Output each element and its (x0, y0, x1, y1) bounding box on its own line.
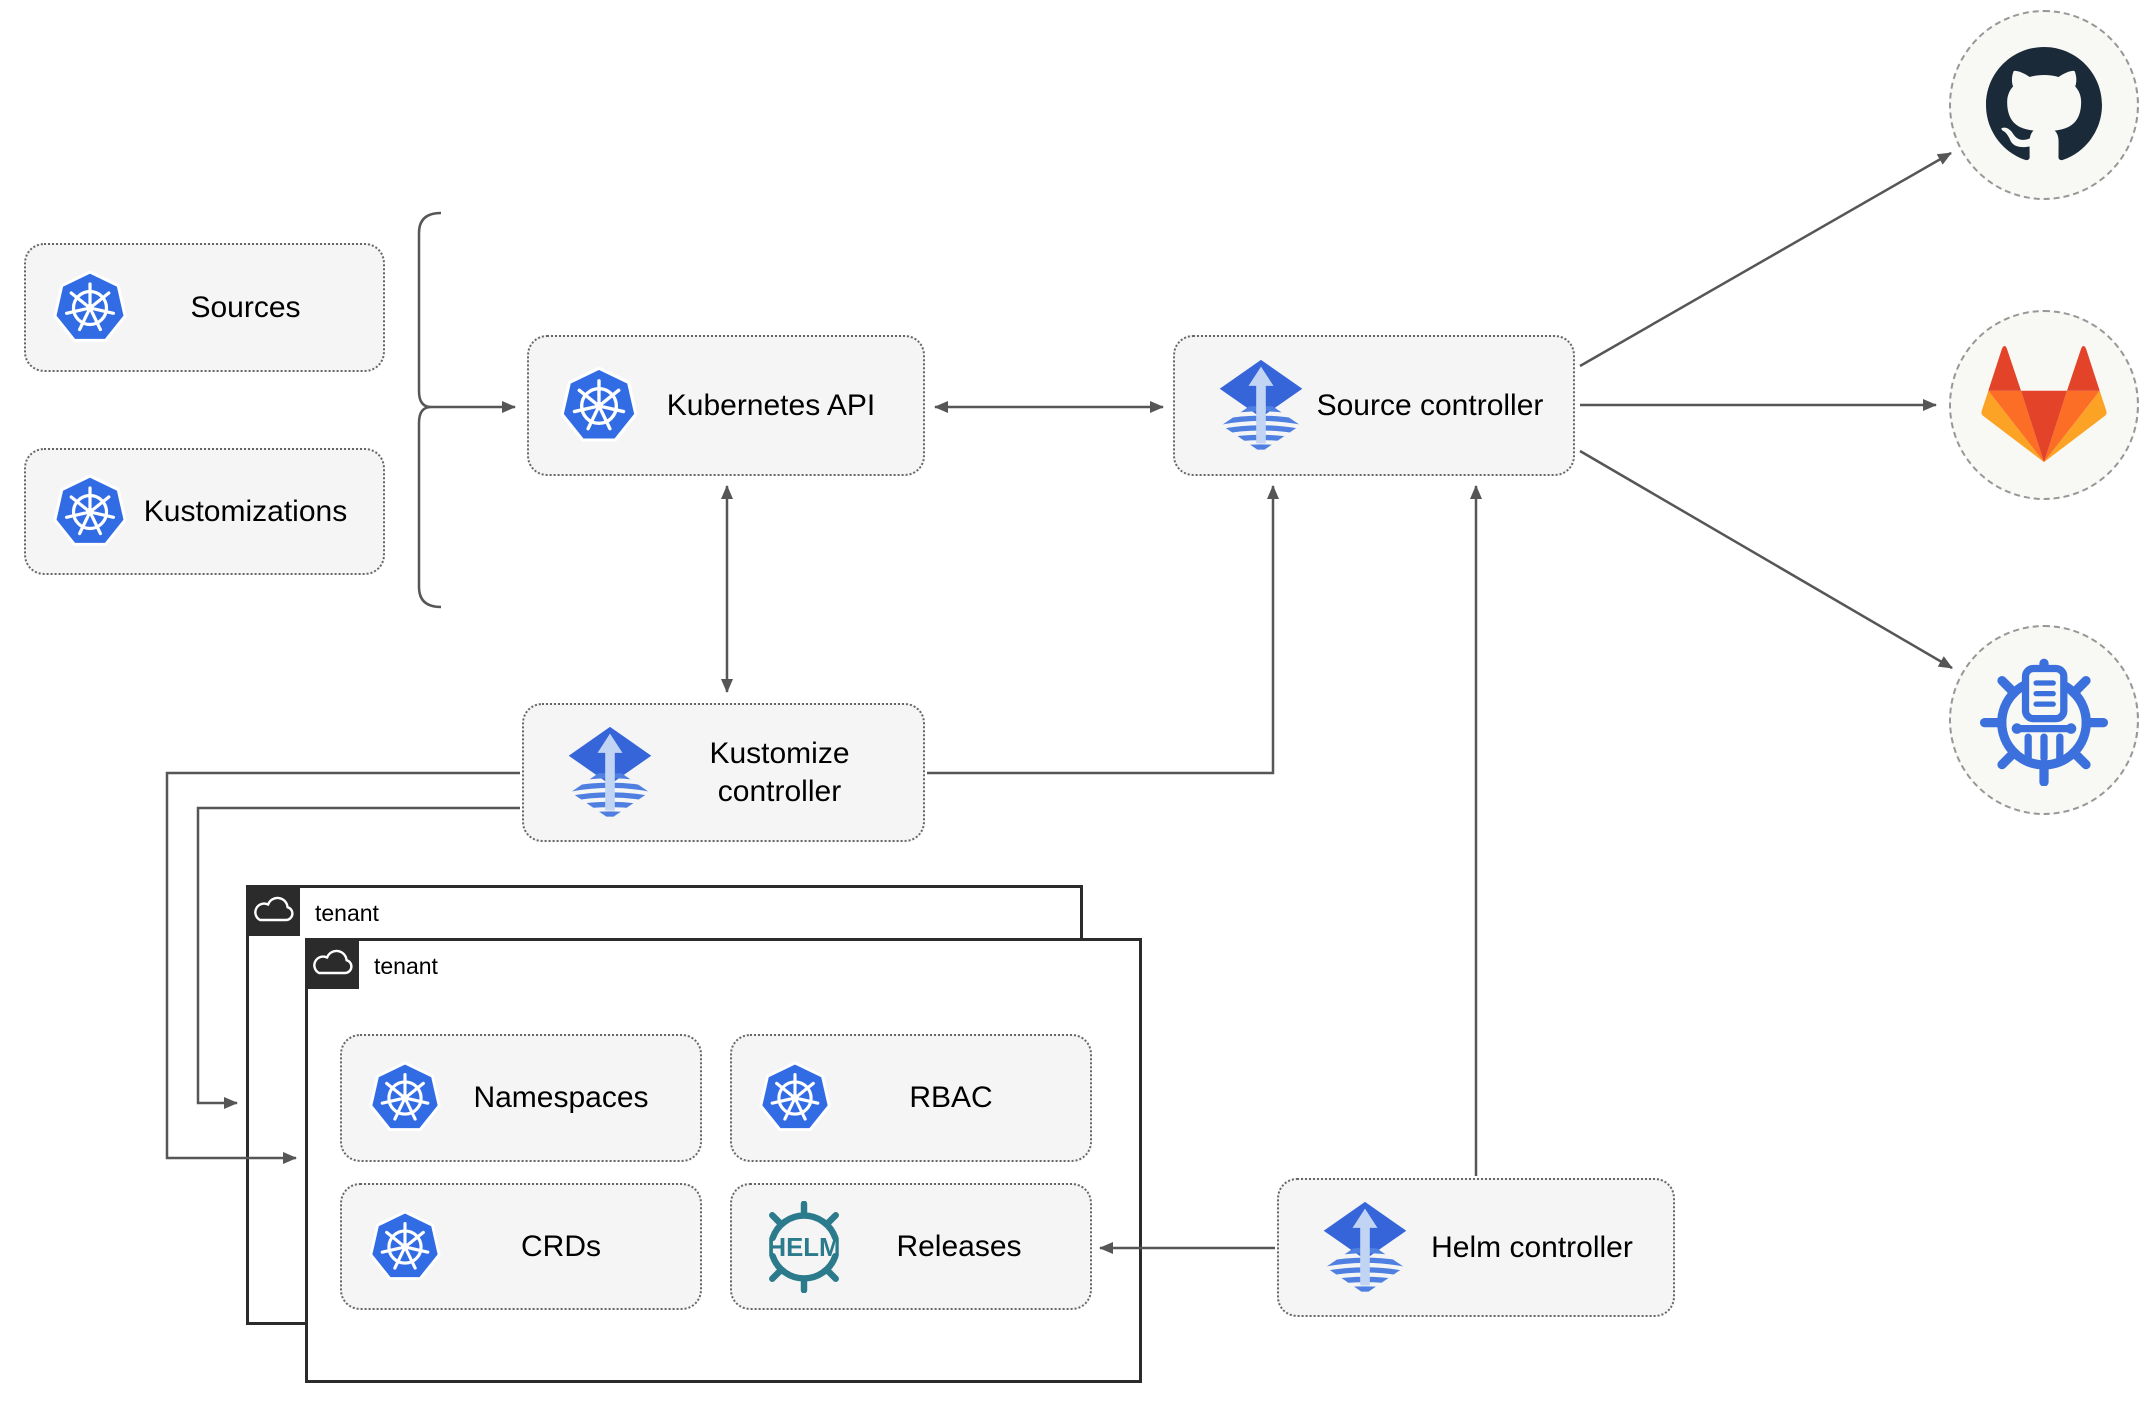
node-releases: HELM Releases (730, 1183, 1092, 1310)
node-helm-controller: Helm controller (1277, 1178, 1675, 1317)
node-label: RBAC (909, 1081, 993, 1115)
node-label: Kustomize controller (709, 737, 850, 808)
remote-github (1949, 10, 2139, 200)
node-source-controller: Source controller (1173, 335, 1575, 476)
tenant-label: tenant (315, 900, 379, 926)
group-brace (417, 211, 442, 609)
kubernetes-icon (50, 472, 130, 552)
kubernetes-icon (366, 1059, 444, 1137)
node-crds: CRDs (340, 1183, 702, 1310)
node-sources: Sources (24, 243, 385, 372)
remote-chartmuseum (1949, 625, 2139, 815)
node-label: CRDs (521, 1229, 601, 1263)
kubernetes-icon (756, 1059, 834, 1137)
kubernetes-icon (557, 364, 641, 448)
remote-gitlab (1949, 310, 2139, 500)
node-label: Releases (896, 1229, 1022, 1263)
node-label: Helm controller (1431, 1230, 1633, 1264)
node-kubernetes-api: Kubernetes API (527, 335, 925, 476)
helm-logo-text: HELM (768, 1234, 841, 1262)
node-kustomizations: Kustomizations (24, 448, 385, 575)
tenant-label: tenant (374, 953, 438, 979)
cloud-icon (254, 896, 294, 921)
node-label: Namespaces (473, 1081, 649, 1115)
node-namespaces: Namespaces (340, 1034, 702, 1162)
node-label: Sources (190, 290, 301, 324)
gitlab-icon (1981, 345, 2107, 463)
node-label: Source controller (1316, 388, 1544, 422)
chartmuseum-icon (1979, 658, 2109, 786)
edge-kustomize-to-source-controller (927, 485, 1279, 775)
edge-source-to-github (1579, 151, 1952, 368)
node-kustomize-controller: Kustomize controller (522, 703, 925, 842)
node-rbac: RBAC (730, 1034, 1092, 1162)
node-label: Kubernetes API (666, 388, 876, 422)
github-icon (1986, 47, 2102, 161)
tenant-badge (246, 885, 300, 936)
helm-icon: HELM (758, 1200, 850, 1293)
tenant-badge (305, 938, 359, 989)
flux-icon (1213, 358, 1309, 454)
edge-source-to-chartmuseum (1579, 449, 1953, 670)
kubernetes-icon (50, 268, 130, 348)
cloud-icon (313, 949, 353, 974)
flux-icon (562, 725, 658, 821)
node-label: Kustomizations (143, 494, 348, 528)
flux-icon (1317, 1200, 1413, 1296)
kubernetes-icon (366, 1208, 444, 1286)
